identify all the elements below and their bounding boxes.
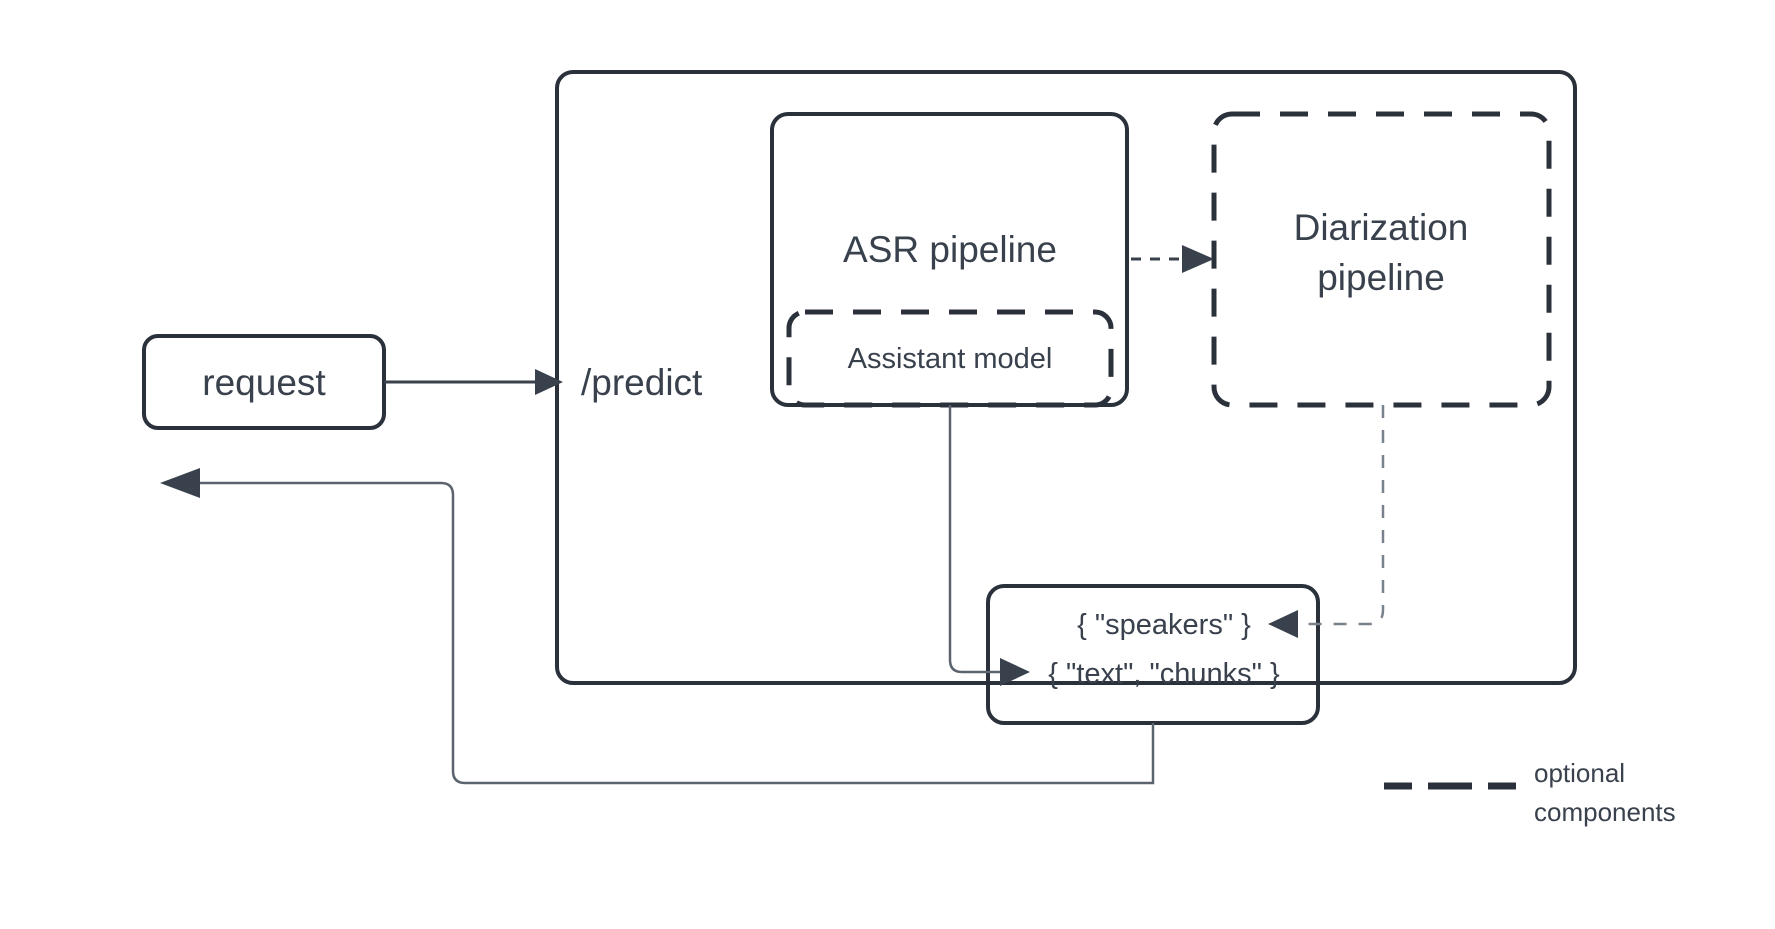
edge-results-to-response	[200, 481, 1155, 785]
diarization-pipeline-box	[1211, 111, 1552, 408]
predict-container-box	[555, 70, 1577, 685]
arrowhead-results-to-response	[160, 468, 200, 498]
arrowhead-asr-to-diarization	[1182, 245, 1214, 273]
assistant-model-label: Assistant model	[848, 343, 1053, 375]
arrowhead-diarization-to-speakers	[1268, 610, 1298, 638]
results-speakers-label: { "speakers" }	[1077, 609, 1251, 641]
edge-diarization-to-speakers	[1300, 405, 1385, 626]
legend-label-line2: components	[1534, 797, 1676, 827]
edge-asr-to-text-chunks	[948, 405, 1000, 674]
diarization-pipeline-label-line1: Diarization	[1294, 207, 1469, 248]
results-box	[986, 584, 1320, 725]
asr-pipeline-label: ASR pipeline	[843, 229, 1057, 270]
predict-label: /predict	[581, 362, 703, 403]
results-text-chunks-label: { "text", "chunks" }	[1048, 658, 1280, 690]
diarization-pipeline-label-line2: pipeline	[1317, 257, 1445, 298]
arrowhead-request-to-predict	[535, 369, 563, 395]
request-node-label: request	[202, 362, 326, 403]
arrowhead-asr-to-text-chunks	[1000, 658, 1030, 686]
legend-label-line1: optional	[1534, 758, 1625, 788]
